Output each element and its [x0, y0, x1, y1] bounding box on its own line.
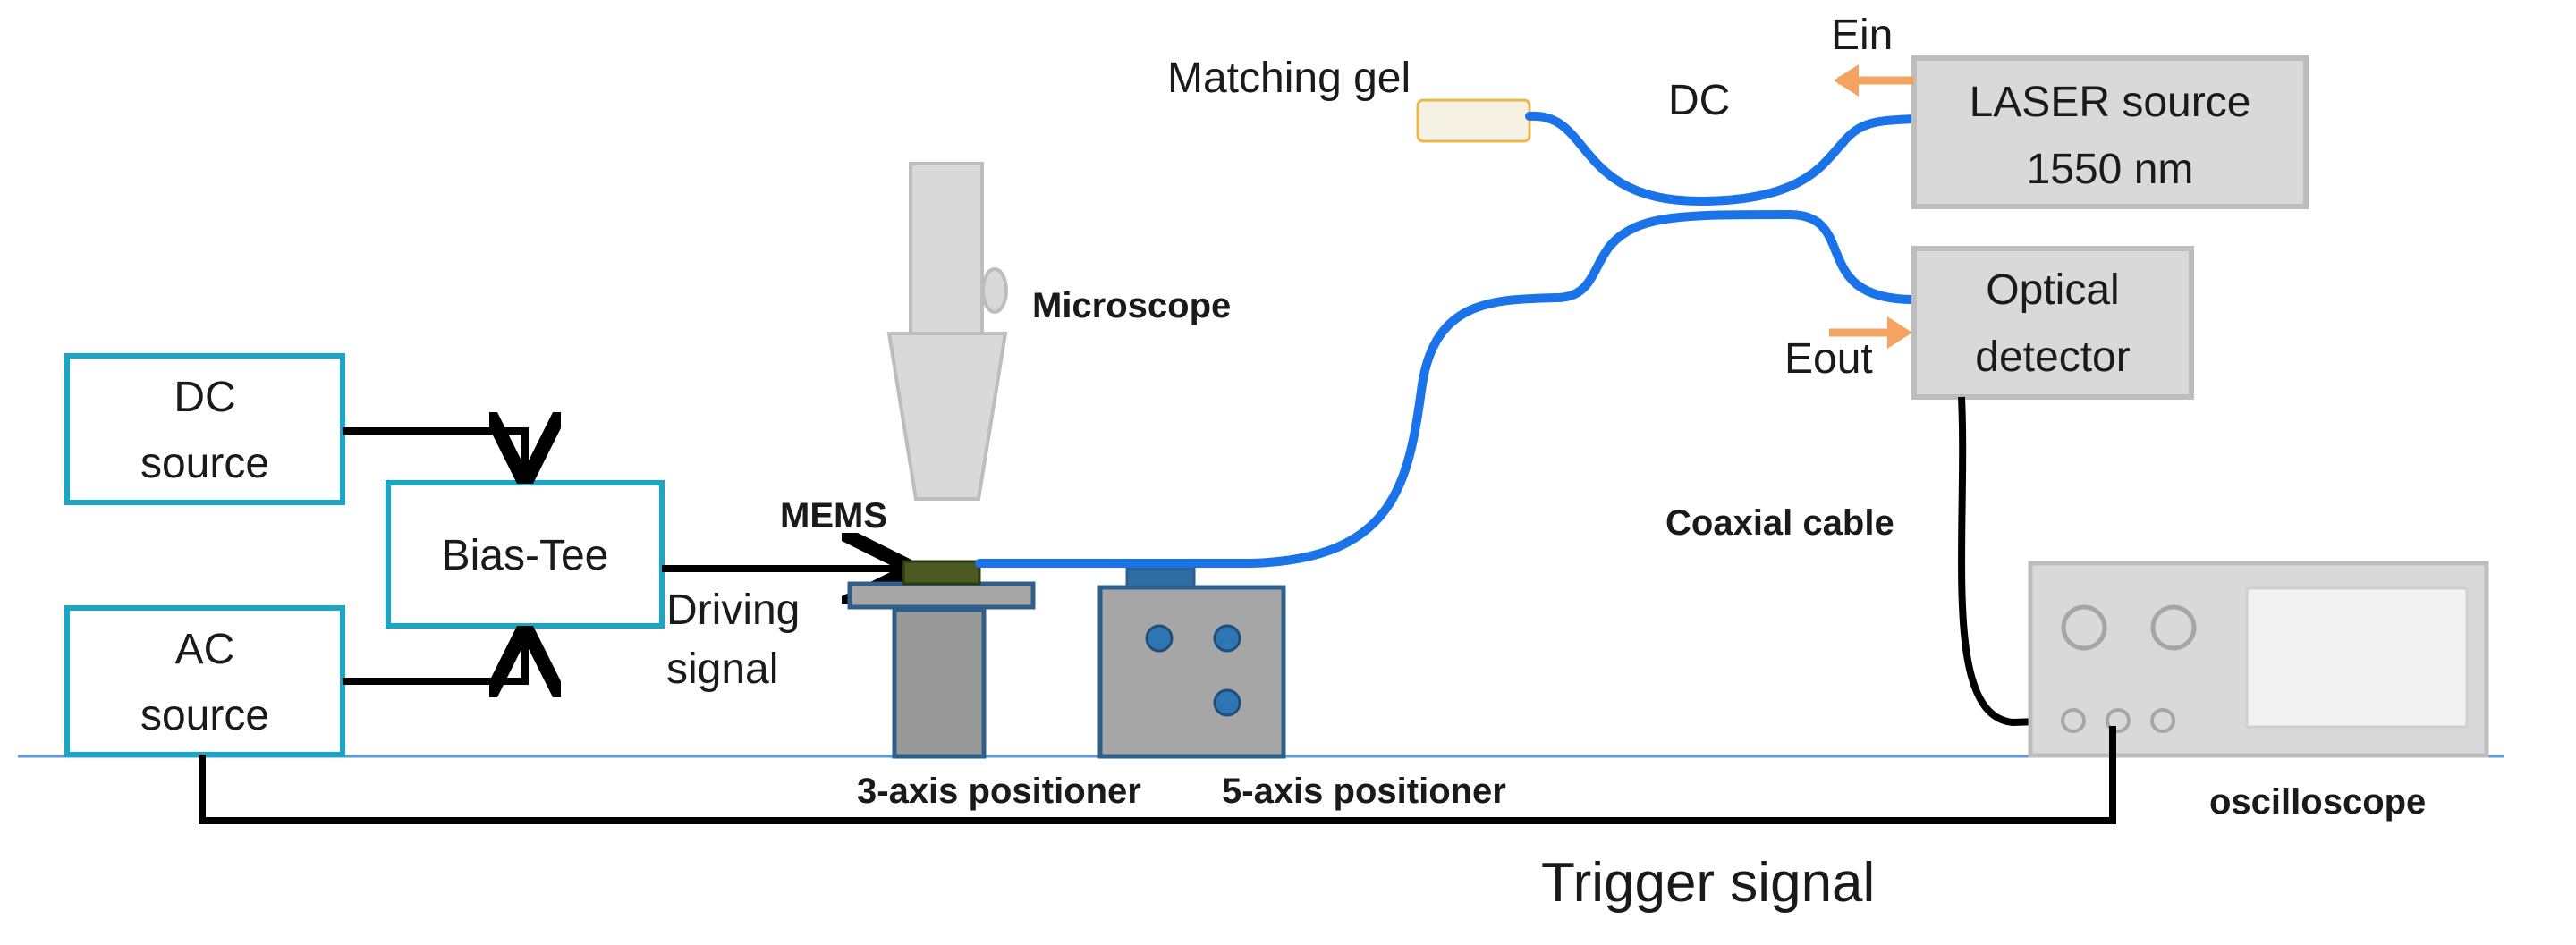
three-axis-post: [892, 607, 987, 759]
microscope-knob: [981, 267, 1008, 314]
matching-gel-label: Matching gel: [1167, 55, 1411, 102]
eout-arrow-head: [1887, 316, 1912, 349]
laser-source-label-line1: LASER source: [1970, 79, 2251, 126]
oscilloscope-screen: [2245, 586, 2469, 729]
coaxial-cable: [1958, 396, 2067, 727]
ac-source-box: [64, 605, 345, 757]
ac-source-block: AC source: [64, 605, 345, 757]
trigger-signal-line: [199, 726, 2116, 824]
microscope-objective: [886, 332, 1008, 501]
dc-source-label-line1: DC: [174, 374, 235, 421]
oscilloscope: [2028, 561, 2489, 758]
trigger-signal-label: Trigger signal: [1541, 852, 1875, 914]
dc-source-block: DC source: [64, 353, 345, 505]
microscope-body: [909, 162, 984, 335]
microscope-label: Microscope: [1032, 286, 1231, 325]
oscilloscope-port-1: [2061, 708, 2086, 733]
fiber-holder: [1125, 566, 1196, 589]
optical-detector-label-line2: detector: [1975, 333, 2130, 381]
bias-tee-label: Bias-Tee: [442, 532, 609, 579]
matching-gel: [1416, 98, 1531, 143]
adjust-knob-1: [1145, 624, 1174, 653]
three-axis-platform: [847, 581, 1036, 610]
optical-detector-block: Optical detector: [1911, 246, 2194, 400]
fiber-detector-branch: [975, 209, 1919, 568]
oscilloscope-port-3: [2150, 708, 2175, 733]
mems-label: MEMS: [780, 496, 887, 536]
mems-chip: [902, 560, 981, 586]
optical-detector-box: [1911, 246, 2194, 400]
dc-source-label-line2: source: [140, 440, 269, 487]
driving-signal-label-line1: Driving: [666, 586, 800, 634]
fiber-laser-branch: [1525, 111, 1919, 207]
ein-arrow-head: [1834, 64, 1859, 97]
ac-to-bias-tee-arrow: [343, 640, 525, 681]
microscope: [886, 162, 1008, 501]
five-axis-body: [1097, 585, 1286, 759]
three-axis-positioner-label: 3-axis positioner: [857, 772, 1141, 811]
directional-coupler-label: DC: [1668, 77, 1730, 124]
ac-source-label-line1: AC: [175, 626, 235, 673]
laser-source-box: [1911, 55, 2309, 209]
oscilloscope-knob-1: [2061, 604, 2107, 651]
bias-tee-block: Bias-Tee: [386, 480, 665, 629]
three-axis-positioner: [847, 560, 1036, 759]
dc-to-bias-tee-arrow: [343, 431, 525, 469]
laser-source-block: LASER source 1550 nm: [1911, 55, 2309, 209]
five-axis-positioner-label: 5-axis positioner: [1222, 772, 1506, 811]
optical-detector-label-line1: Optical: [1986, 266, 2119, 314]
oscilloscope-label: oscilloscope: [2209, 782, 2426, 822]
ein-label: Ein: [1831, 12, 1893, 59]
coaxial-cable-label: Coaxial cable: [1665, 503, 1894, 543]
driving-signal-label-line2: signal: [666, 645, 778, 693]
adjust-knob-3: [1213, 688, 1241, 717]
adjust-knob-2: [1213, 624, 1241, 653]
laser-source-label-line2: 1550 nm: [2027, 146, 2194, 193]
ac-source-label-line2: source: [140, 692, 269, 739]
oscilloscope-knob-2: [2150, 604, 2197, 651]
eout-label: Eout: [1784, 335, 1873, 383]
five-axis-positioner: [1097, 566, 1286, 759]
